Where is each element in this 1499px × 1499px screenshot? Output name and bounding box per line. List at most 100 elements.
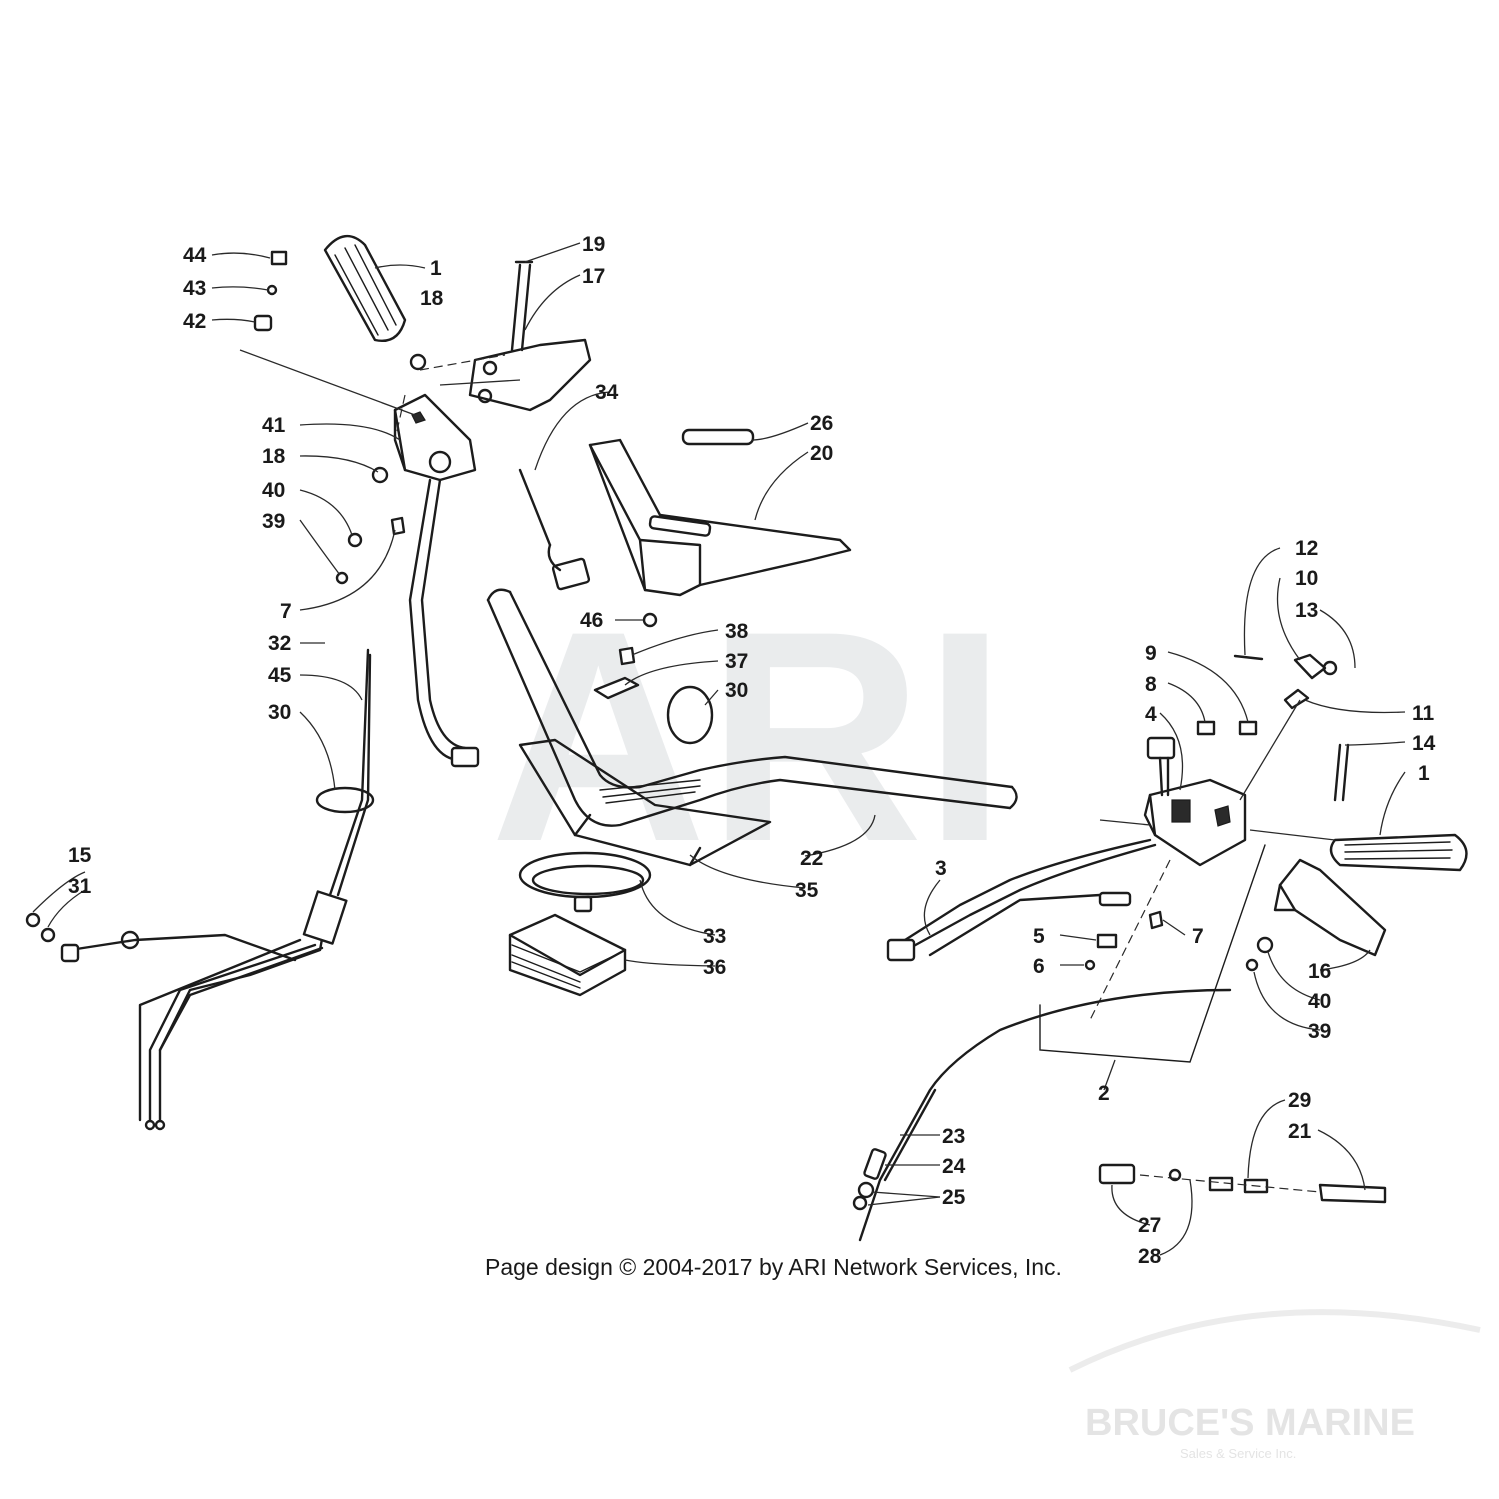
callout-3: 3 — [935, 857, 947, 880]
callout-25: 25 — [942, 1186, 966, 1209]
callout-34: 34 — [595, 381, 619, 404]
part-12 — [1233, 654, 1264, 661]
part-6 — [1084, 959, 1096, 971]
right-control-housing — [1143, 778, 1247, 867]
part-9 — [1238, 720, 1258, 736]
part-29 — [1208, 1176, 1234, 1192]
callout-30: 30 — [268, 701, 291, 724]
brand-tagline: Sales & Service Inc. — [1180, 1446, 1296, 1461]
callout-37: 37 — [725, 650, 748, 673]
callout-39: 39 — [262, 510, 285, 533]
callout-24: 24 — [942, 1155, 966, 1178]
callout-22: 22 — [800, 847, 823, 870]
part-25a — [857, 1181, 875, 1199]
callout-38: 38 — [725, 620, 749, 643]
callout-29: 29 — [1288, 1089, 1311, 1112]
callout-16: 16 — [1308, 960, 1331, 983]
part-13 — [1322, 660, 1338, 676]
clip-30-left — [315, 786, 375, 814]
callout-19: 19 — [582, 233, 605, 256]
part-11 — [1283, 688, 1310, 710]
copyright-text: Page design © 2004-2017 by ARI Network S… — [485, 1254, 1062, 1280]
brand-name: BRUCE'S MARINE — [1085, 1402, 1415, 1444]
callout-35: 35 — [795, 879, 819, 902]
handlebar — [486, 588, 1018, 827]
callout-30-center: 30 — [725, 679, 748, 702]
callout-8: 8 — [1145, 673, 1157, 696]
callout-18: 18 — [420, 287, 444, 310]
ari-watermark: ARI — [490, 568, 1007, 904]
callout-4: 4 — [1145, 703, 1157, 726]
callout-31: 31 — [68, 875, 92, 898]
callout-21: 21 — [1288, 1120, 1312, 1143]
part-5 — [1096, 933, 1118, 949]
part-25b — [852, 1195, 868, 1211]
right-grip — [1329, 833, 1468, 872]
pad — [508, 913, 627, 997]
callout-20: 20 — [810, 442, 833, 465]
left-lever — [468, 260, 592, 412]
callout-18-lower: 18 — [262, 445, 286, 468]
handlebar-brace — [518, 738, 772, 867]
callout-6: 6 — [1033, 955, 1045, 978]
throttle-cable — [25, 648, 372, 1131]
callout-9: 9 — [1145, 642, 1157, 665]
part-46 — [642, 612, 658, 628]
part-44 — [270, 250, 288, 266]
callout-13: 13 — [1295, 599, 1318, 622]
strap — [518, 851, 652, 913]
callout-39-right: 39 — [1308, 1020, 1331, 1043]
callout-42: 42 — [183, 310, 206, 333]
part-7b — [1148, 910, 1164, 930]
callout-7-right: 7 — [1192, 925, 1204, 948]
cable-2 — [858, 988, 1232, 1242]
callout-32: 32 — [268, 632, 291, 655]
right-lever — [1273, 858, 1387, 957]
left-control-housing — [393, 393, 477, 482]
callout-27: 27 — [1138, 1214, 1161, 1237]
callout-1: 1 — [430, 257, 442, 280]
part-28 — [1168, 1168, 1182, 1182]
callout-7: 7 — [280, 600, 292, 623]
hood-20 — [588, 438, 852, 597]
part-24 — [863, 1148, 887, 1180]
callout-14: 14 — [1412, 732, 1436, 755]
callout-23: 23 — [942, 1125, 965, 1148]
callout-40: 40 — [262, 479, 285, 502]
callout-41: 41 — [262, 414, 286, 437]
part-40a — [347, 532, 363, 548]
connector-left — [450, 746, 480, 768]
callout-45: 45 — [268, 664, 292, 687]
part-8 — [1196, 720, 1216, 736]
callout-17: 17 — [582, 265, 605, 288]
callout-26: 26 — [810, 412, 833, 435]
wiring-3 — [886, 838, 1157, 962]
callout-46: 46 — [580, 609, 603, 632]
callout-43: 43 — [183, 277, 206, 300]
brand-watermark: BRUCE'S MARINE Sales & Service Inc. — [1068, 1309, 1481, 1461]
callout-2: 2 — [1098, 1082, 1110, 1105]
part-40b — [1256, 936, 1274, 954]
callout-11: 11 — [1412, 702, 1435, 725]
part-26 — [681, 428, 755, 446]
callout-15: 15 — [68, 844, 92, 867]
clip-30-center — [666, 685, 714, 745]
part-4 — [1146, 736, 1176, 760]
part-27 — [1098, 1163, 1136, 1185]
callout-33: 33 — [703, 925, 726, 948]
callout-1-right: 1 — [1418, 762, 1430, 785]
part-39a — [335, 571, 349, 585]
callout-10: 10 — [1295, 567, 1318, 590]
part-18a — [409, 353, 427, 371]
switch-34 — [518, 468, 591, 591]
callout-36: 36 — [703, 956, 726, 979]
part-18b — [371, 466, 389, 484]
callout-28: 28 — [1138, 1245, 1162, 1268]
callout-44: 44 — [183, 244, 207, 267]
part-42 — [253, 314, 273, 332]
part-21 — [1318, 1183, 1387, 1204]
callout-5: 5 — [1033, 925, 1045, 948]
part-7a — [390, 516, 406, 536]
part-38 — [618, 646, 636, 666]
